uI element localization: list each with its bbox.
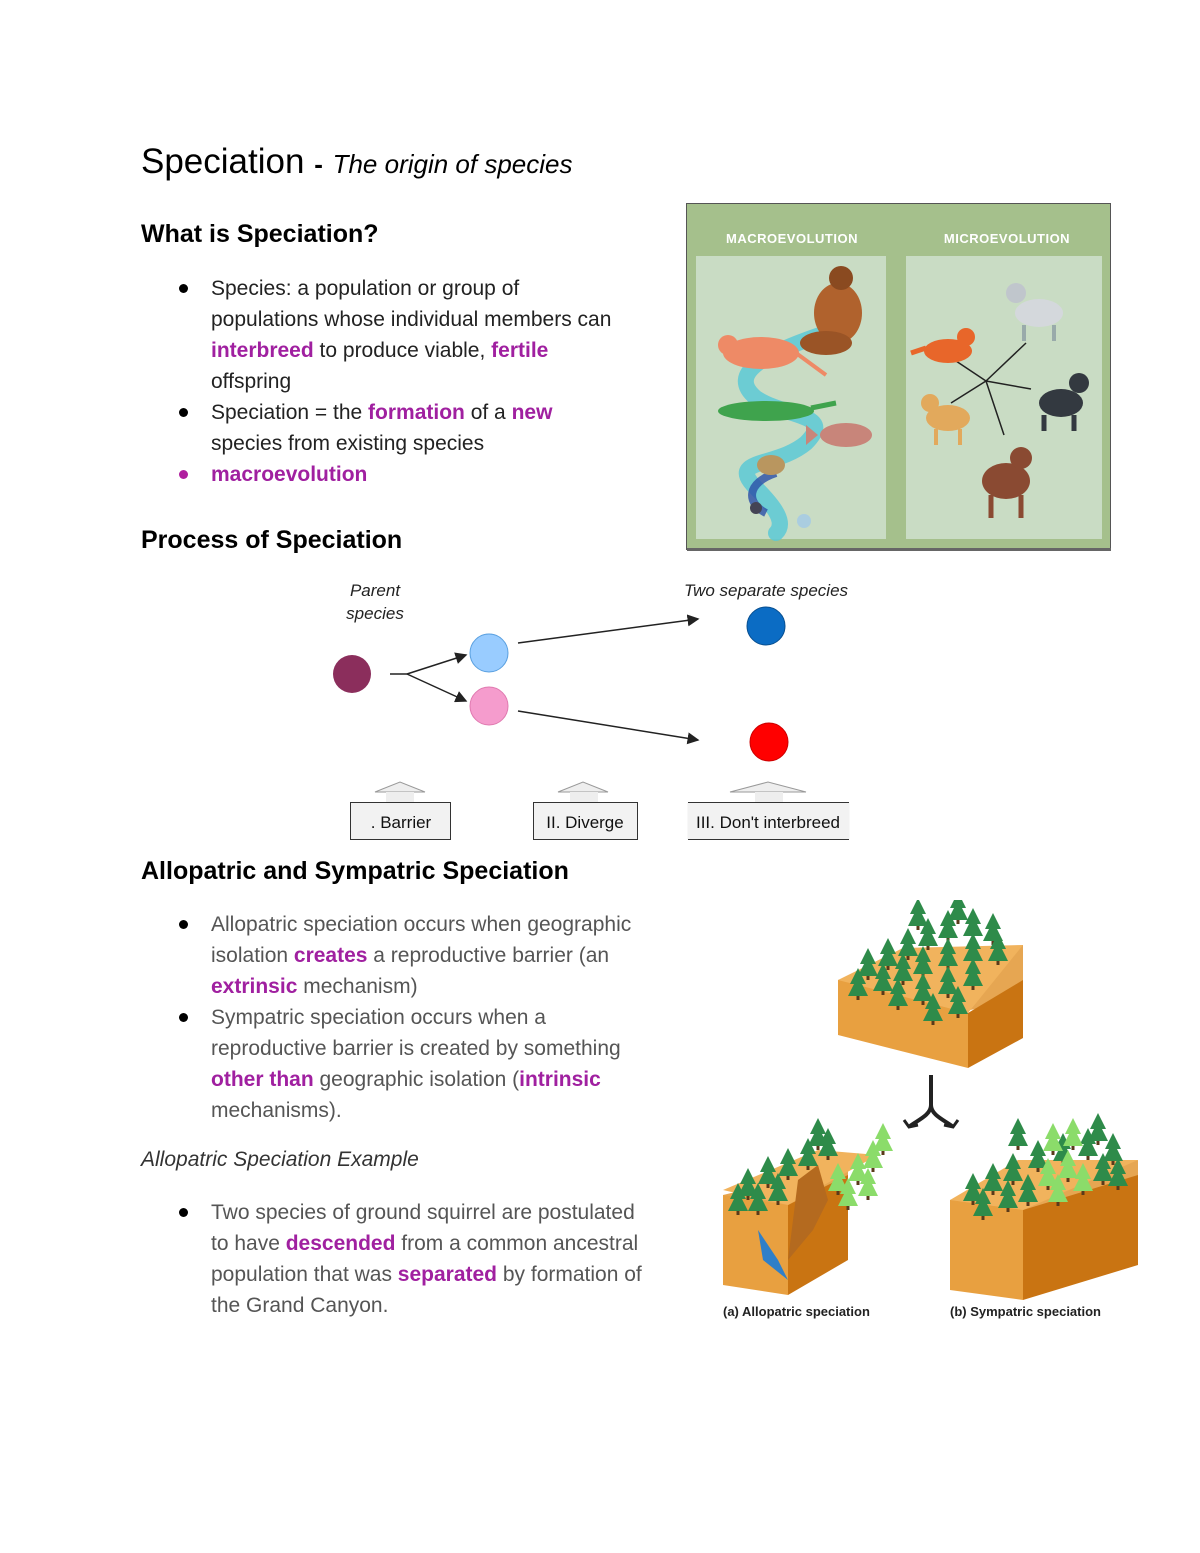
split-arrow xyxy=(902,1075,960,1129)
keyword-macroevolution: macroevolution xyxy=(211,463,368,486)
text: reproductive barrier is created by somet… xyxy=(211,1037,621,1060)
text: isolation xyxy=(211,944,294,967)
bullet-ground-squirrel: Two species of ground squirrel are postu… xyxy=(141,1197,721,1321)
keyword-formation: formation xyxy=(368,401,465,424)
evolution-timeline-illustration xyxy=(718,266,872,541)
step-dont-interbreed-label: III. Don't interbreed xyxy=(696,813,840,832)
sympatric-block xyxy=(950,1113,1138,1300)
arrow-to-blue-species xyxy=(517,614,700,644)
text: from a common ancestral xyxy=(395,1232,639,1255)
allopatric-sympatric-bullets: Allopatric speciation occurs when geogra… xyxy=(141,909,721,1126)
text: by formation of xyxy=(497,1263,642,1286)
step-barrier-label: . Barrier xyxy=(371,813,432,832)
text: Speciation = the xyxy=(211,401,369,424)
step-barrier: . Barrier xyxy=(350,781,451,840)
text: a reproductive barrier (an xyxy=(367,944,610,967)
bullet-sympatric: Sympatric speciation occurs when a repro… xyxy=(141,1002,721,1126)
parent-label-line2: species xyxy=(346,604,404,623)
text: to produce viable, xyxy=(313,339,492,362)
title-dash: - xyxy=(314,149,323,179)
keyword-fertile: fertile xyxy=(491,339,549,362)
allopatric-sympatric-figure: (a) Allopatric speciation (b) Sympatric … xyxy=(723,900,1138,1319)
parent-label-line1: Parent xyxy=(350,581,401,600)
text: Species: a population or group of xyxy=(211,277,520,300)
example-bullets: Two species of ground squirrel are postu… xyxy=(141,1197,721,1321)
title-main: Speciation xyxy=(141,142,305,181)
original-population-block xyxy=(838,900,1023,1068)
diverging-population-pink xyxy=(469,686,509,726)
text: populations whose individual members can xyxy=(211,308,612,331)
keyword-intrinsic: intrinsic xyxy=(519,1068,601,1091)
speciation-process-diagram: Parent species Two separate species . Ba… xyxy=(333,581,850,840)
text: to have xyxy=(211,1232,286,1255)
step-diverge: II. Diverge xyxy=(533,781,638,840)
bullet-allopatric: Allopatric speciation occurs when geogra… xyxy=(141,909,721,1002)
keyword-descended: descended xyxy=(285,1232,396,1255)
keyword-interbreed: interbreed xyxy=(211,339,314,362)
heading-allopatric-sympatric: Allopatric and Sympatric Speciation xyxy=(141,857,569,885)
heading-process-of-speciation: Process of Speciation xyxy=(141,526,403,554)
microevolution-label: MICROEVOLUTION xyxy=(944,231,1070,246)
keyword-extrinsic: extrinsic xyxy=(211,975,298,998)
arrow-to-red-species xyxy=(517,710,700,745)
page-title: Speciation - The origin of species xyxy=(141,140,573,186)
macroevolution-label: MACROEVOLUTION xyxy=(726,231,858,246)
keyword-other-than: other than xyxy=(211,1068,314,1091)
text: mechanism) xyxy=(297,975,418,998)
text: the Grand Canyon. xyxy=(211,1294,389,1317)
caption-allopatric: (a) Allopatric speciation xyxy=(723,1304,870,1319)
keyword-separated: separated xyxy=(397,1263,498,1286)
two-species-label: Two separate species xyxy=(684,581,849,600)
step-dont-interbreed: III. Don't interbreed xyxy=(687,781,850,840)
macro-micro-evolution-figure: MACROEVOLUTION MICROEVOLUTION xyxy=(686,203,1111,551)
speciation-bullets: Species: a population or group of popula… xyxy=(141,273,681,490)
bullet-macroevolution: macroevolution xyxy=(141,459,681,490)
heading-what-is-speciation: What is Speciation? xyxy=(141,220,379,248)
new-species-blue xyxy=(746,606,786,646)
step-diverge-label: II. Diverge xyxy=(546,813,623,832)
arrow-to-light-blue xyxy=(406,652,468,675)
keyword-new: new xyxy=(511,401,553,424)
caption-sympatric: (b) Sympatric speciation xyxy=(950,1304,1101,1319)
text: mechanisms). xyxy=(211,1099,342,1122)
text: geographic isolation ( xyxy=(313,1068,520,1091)
allopatric-example-heading: Allopatric Speciation Example xyxy=(141,1148,419,1171)
text: offspring xyxy=(211,370,292,393)
keyword-creates: creates xyxy=(293,944,368,967)
arrow-to-pink xyxy=(406,673,468,703)
text: Allopatric speciation occurs when geogra… xyxy=(211,913,632,936)
text: of a xyxy=(464,401,512,424)
bullet-species-definition: Species: a population or group of popula… xyxy=(141,273,681,397)
bullet-speciation-definition: Speciation = the formation of a new spec… xyxy=(141,397,681,459)
text: Sympatric speciation occurs when a xyxy=(211,1006,546,1029)
text: Two species of ground squirrel are postu… xyxy=(211,1201,635,1224)
text: population that was xyxy=(211,1263,398,1286)
new-species-red xyxy=(749,722,789,762)
text: species from existing species xyxy=(211,432,485,455)
title-subtitle: The origin of species xyxy=(332,149,573,179)
parent-species-circle xyxy=(333,655,371,693)
dog-breeds-illustration xyxy=(910,283,1089,518)
allopatric-block xyxy=(723,1118,893,1295)
diverging-population-blue xyxy=(469,633,509,673)
